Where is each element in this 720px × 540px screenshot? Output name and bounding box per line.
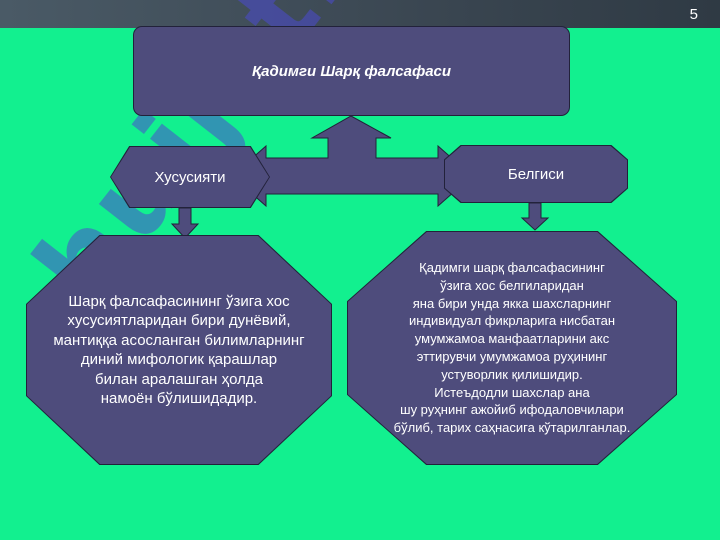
signs-line: шу руҳнинг ажойиб ифодаловчилари — [400, 402, 624, 418]
top-bar: 5 — [0, 0, 720, 28]
title-text: Қадимги Шарқ фалсафаси — [251, 62, 452, 80]
split-arrow — [231, 115, 473, 208]
signs-line: ўзига хос белгиларидан — [440, 277, 584, 293]
label-signs: Белгиси — [444, 145, 628, 203]
signs-octagon: Қадимги шарқ фалсафасининг ўзига хос бел… — [347, 231, 677, 465]
signs-line: эттирувчи умумжамоа руҳининг — [416, 349, 608, 364]
features-line: хусусиятларидан бири дунёвий, — [67, 312, 291, 329]
signs-text: Қадимги шарқ фалсафасининг ўзига хос бел… — [394, 259, 631, 437]
features-line: диний мифологик қарашлар — [80, 351, 278, 368]
features-line: билан аралашган ҳолда — [95, 370, 263, 388]
down-arrow-right — [520, 202, 550, 231]
signs-line: умумжамоа манфаатларини акс — [414, 331, 610, 347]
signs-line: яна бири унда якка шахсларнинг — [412, 295, 612, 311]
slide-number: 5 — [689, 6, 698, 23]
features-octagon: Шарқ фалсафасининг ўзига хос хусусиятлар… — [26, 235, 332, 465]
features-text: Шарқ фалсафасининг ўзига хос хусусиятлар… — [53, 292, 304, 409]
signs-line: Қадимги шарқ фалсафасининг — [419, 260, 605, 276]
signs-line: устуворлик қилишидир. — [441, 366, 583, 382]
label-features: Хусусияти — [110, 146, 270, 208]
label-signs-text: Белгиси — [507, 165, 565, 183]
label-features-text: Хусусияти — [154, 168, 226, 186]
title-box: Қадимги Шарқ фалсафаси — [133, 26, 570, 116]
features-line: мантиққа асосланган билимларнинг — [53, 331, 305, 349]
signs-line: Истеъдодли шахслар ана — [434, 384, 590, 400]
signs-line: бўлиб, тарих саҳнасига кўтарилганлар. — [393, 420, 631, 436]
down-arrow-left — [170, 207, 200, 239]
features-line: Шарқ фалсафасининг ўзига хос — [68, 292, 290, 310]
features-line: намоён бўлишидадир. — [100, 390, 258, 407]
signs-line: индивидуал фикрларига нисбатан — [408, 313, 616, 329]
